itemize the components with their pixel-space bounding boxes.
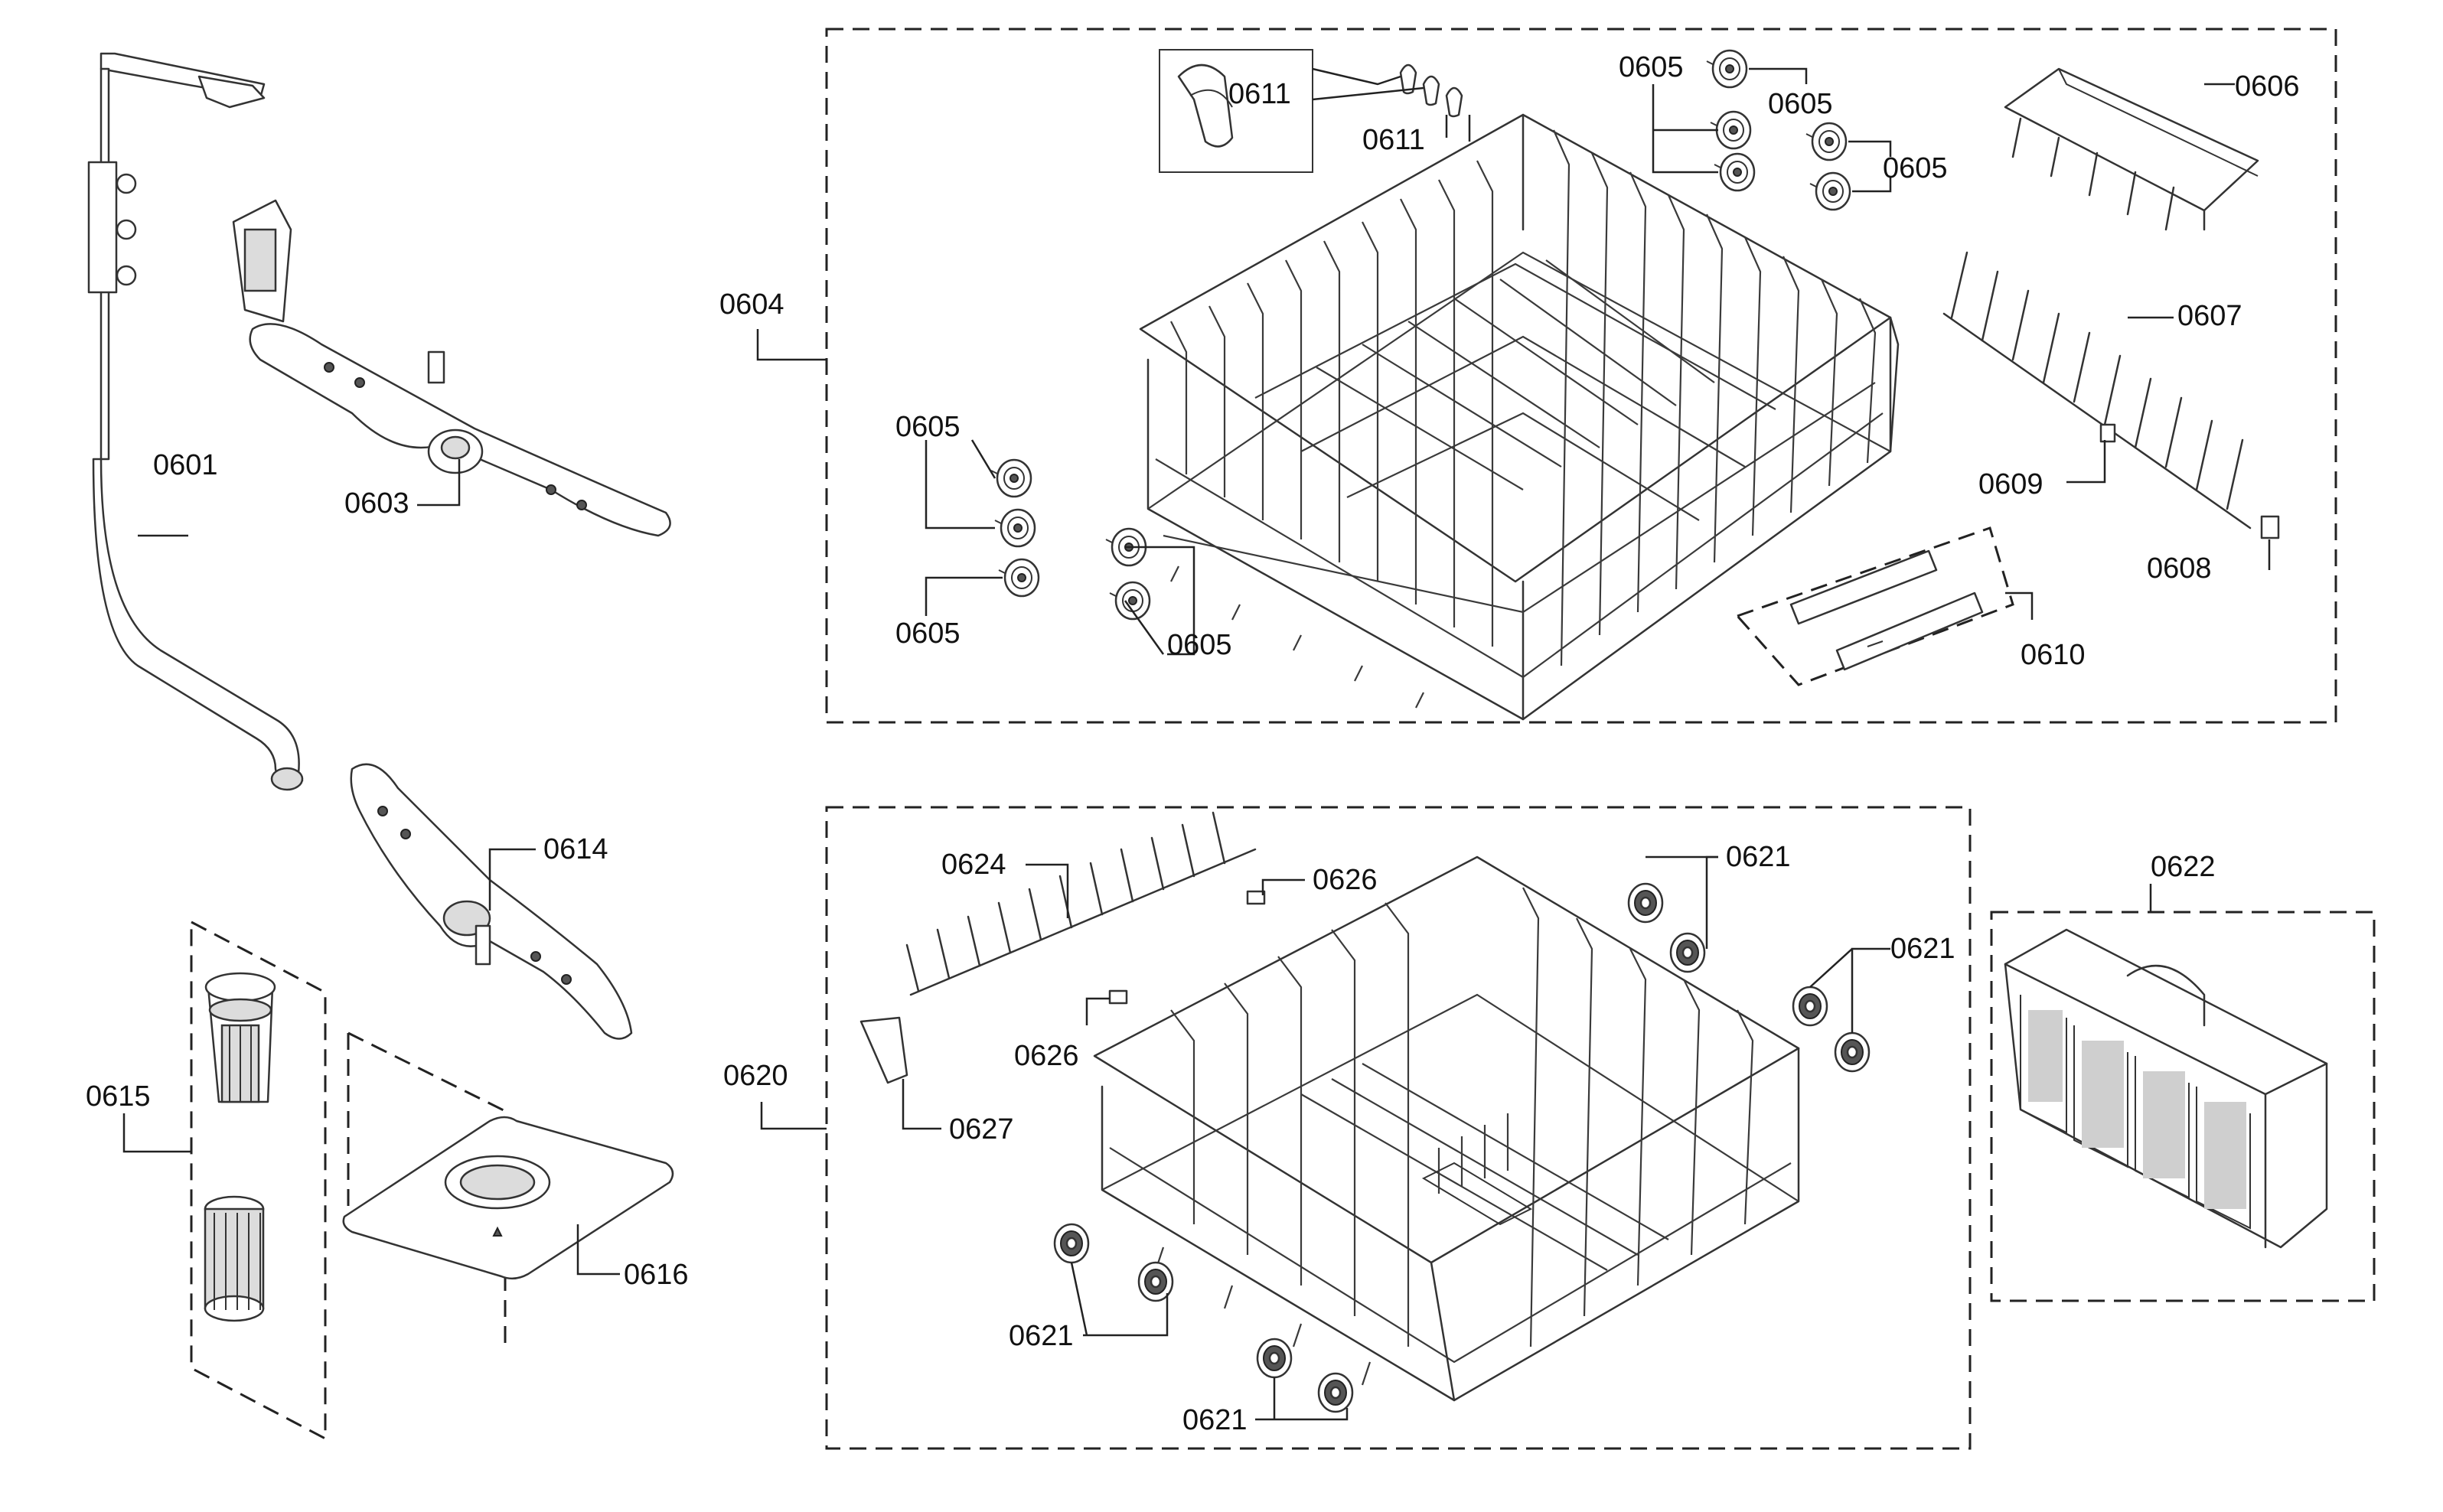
rack-handle-part <box>1735 526 2014 686</box>
lower-tine-row-part <box>905 811 1257 996</box>
callout-0606: 0606 <box>2235 70 2300 103</box>
callout-0621-top: 0621 <box>1726 841 1791 873</box>
cutlery-basket-part <box>2004 928 2328 1249</box>
leader-lines <box>122 67 2271 1421</box>
callout-0611-inset: 0611 <box>1228 78 1291 110</box>
filter-plate-part <box>342 1116 674 1280</box>
callout-0616: 0616 <box>624 1259 689 1291</box>
callout-0621-right: 0621 <box>1890 933 1955 965</box>
callout-0621-bottom-left: 0621 <box>1009 1320 1074 1352</box>
callout-0611-clips: 0611 <box>1362 124 1425 156</box>
callout-0614: 0614 <box>543 833 608 865</box>
tine-row-part <box>1942 251 2252 530</box>
group-box-cutlery-basket <box>1990 911 2376 1302</box>
callout-0607: 0607 <box>2177 300 2242 332</box>
callout-labels: 0601 0603 0604 0605 0605 0605 0605 0605 … <box>86 51 2300 1436</box>
tine-clip-parts <box>2099 423 2280 539</box>
callout-0605-top-left: 0605 <box>1619 51 1684 83</box>
callout-0626-top: 0626 <box>1313 864 1378 896</box>
callout-0605-center: 0605 <box>1167 629 1232 661</box>
callout-0615: 0615 <box>86 1080 151 1113</box>
callout-0604: 0604 <box>719 288 784 321</box>
filter-assembly-part <box>204 972 276 1322</box>
callout-0621-bottom: 0621 <box>1182 1404 1248 1436</box>
supply-tube-part <box>87 52 304 791</box>
clip-inset-box <box>1159 49 1313 173</box>
callout-0627: 0627 <box>949 1113 1014 1145</box>
callout-0605-left-top: 0605 <box>895 411 961 443</box>
callout-0626-left: 0626 <box>1014 1040 1079 1072</box>
callout-0608: 0608 <box>2147 552 2212 585</box>
callout-0622: 0622 <box>2151 851 2216 883</box>
callout-0609: 0609 <box>1978 468 2043 500</box>
callout-0603: 0603 <box>344 487 409 520</box>
lower-spray-arm-part <box>350 763 633 1040</box>
callout-0624: 0624 <box>941 849 1006 881</box>
lower-clip-parts <box>859 890 1266 1084</box>
callout-0605-left-bottom: 0605 <box>895 618 961 650</box>
group-box-filter-plate <box>347 1031 507 1347</box>
callout-0620: 0620 <box>723 1060 788 1092</box>
group-box-filter <box>190 921 327 1441</box>
group-box-lower-rack <box>825 806 1972 1450</box>
upper-rack-part <box>1124 113 1900 721</box>
clip-parts <box>1399 64 1463 118</box>
callout-0605-top-mid: 0605 <box>1768 88 1833 120</box>
callout-0605-top-right: 0605 <box>1883 152 1948 184</box>
lower-rack-part <box>1093 855 1800 1402</box>
upper-spray-arm-part <box>232 199 671 537</box>
group-box-upper-rack <box>825 28 2337 724</box>
folding-tine-insert-part <box>2004 67 2259 231</box>
callout-0610: 0610 <box>2021 639 2086 671</box>
callout-0601: 0601 <box>153 449 218 481</box>
